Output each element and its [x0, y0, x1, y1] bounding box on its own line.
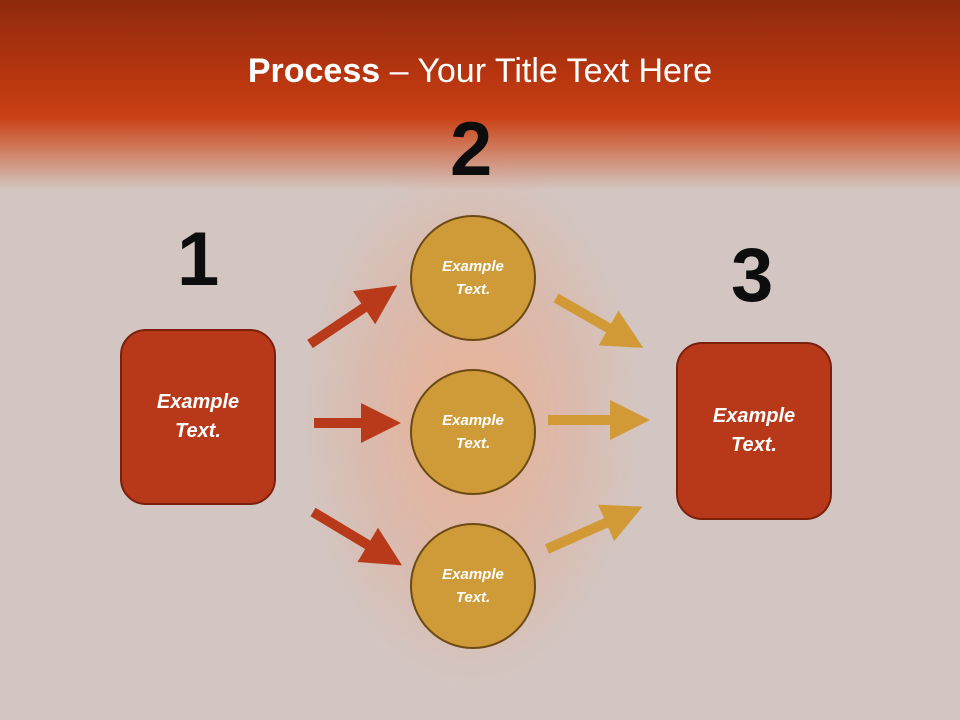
title-rest: – Your Title Text Here: [380, 52, 713, 90]
step-circle-bottom[interactable]: Example Text.: [410, 523, 536, 649]
arrow-left-to-bottom: [310, 507, 403, 566]
slide-title[interactable]: Process – Your Title Text Here: [0, 52, 960, 91]
circle-bottom-text: Example Text.: [442, 566, 504, 606]
step-number-2: 2: [450, 107, 493, 192]
step-number-3: 3: [731, 233, 774, 318]
circle-top-text: Example Text.: [442, 258, 504, 298]
arrow-bottom-to-right: [544, 504, 643, 554]
circle-middle-text: Example Text.: [442, 412, 504, 452]
header-band: [0, 0, 960, 190]
title-bold: Process: [247, 52, 381, 90]
right-step-text: Example Text.: [712, 405, 796, 456]
arrow-top-to-right: [553, 293, 644, 348]
arrow-left-to-top: [307, 285, 398, 349]
step-circle-top[interactable]: Example Text.: [410, 215, 536, 341]
step-circle-middle[interactable]: Example Text.: [410, 369, 536, 495]
right-step-box[interactable]: Example Text.: [676, 342, 832, 520]
step-number-1: 1: [177, 217, 220, 302]
left-step-text: Example Text.: [156, 391, 240, 442]
left-step-box[interactable]: Example Text.: [120, 329, 276, 505]
